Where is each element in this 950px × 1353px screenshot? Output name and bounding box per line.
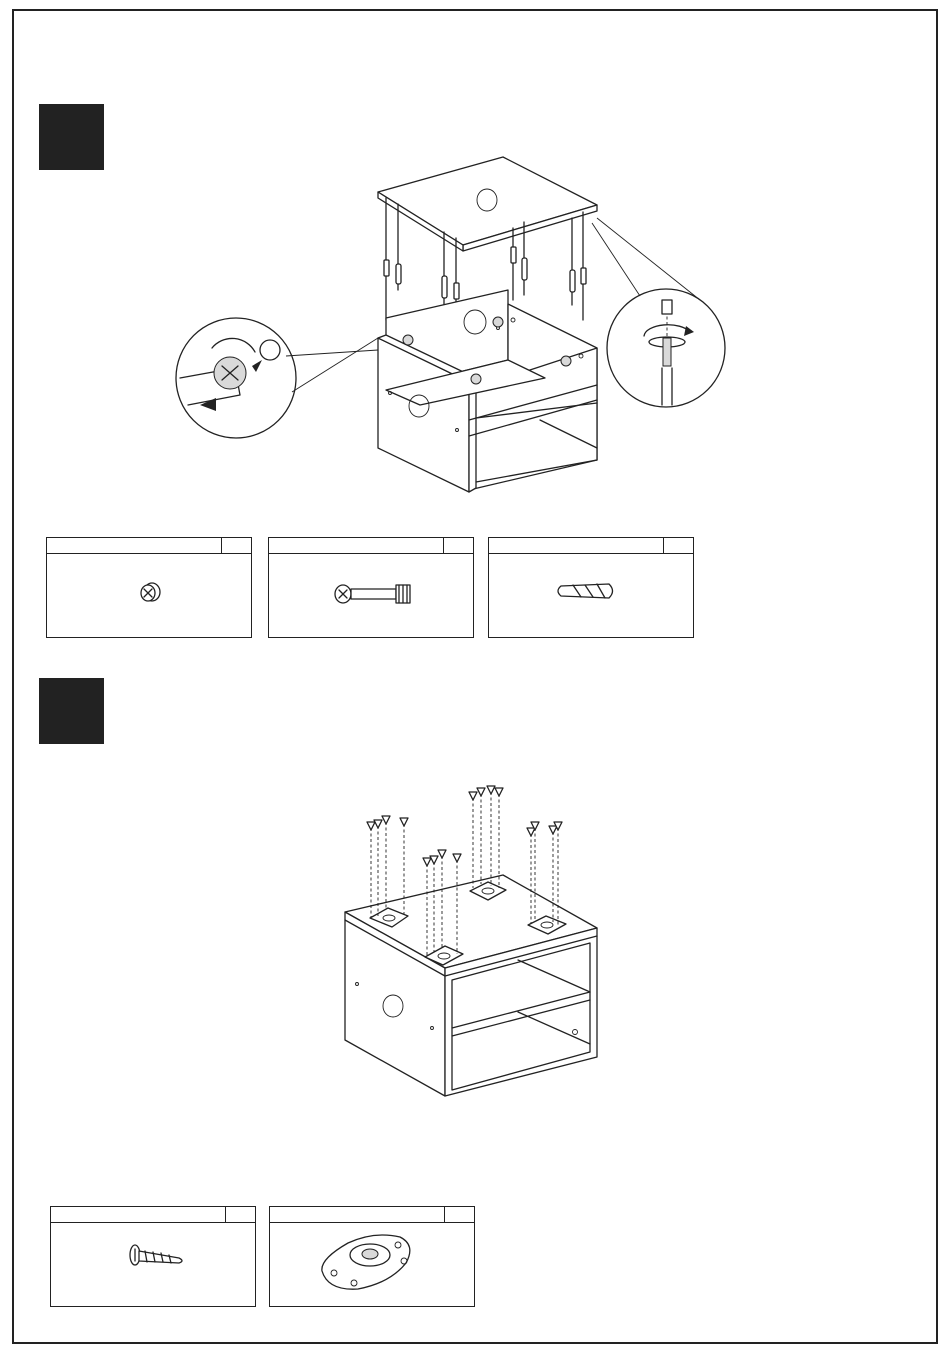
part-box-wooden-dowel <box>488 537 694 638</box>
step-2-badge <box>39 678 104 744</box>
cam-lock-nut-icon <box>47 554 251 638</box>
step-1-assembly-illustration <box>0 0 950 520</box>
top-panel <box>378 157 597 251</box>
cabinet-upside-down <box>345 875 597 1096</box>
part-quantity <box>225 1207 255 1222</box>
part-box-wood-screw <box>50 1206 256 1307</box>
part-quantity <box>221 538 251 553</box>
cam-bolt-icon <box>269 554 473 638</box>
wooden-dowel-icon <box>489 554 693 638</box>
part-box-cam-bolt <box>268 537 474 638</box>
step-2-assembly-illustration <box>0 770 950 1110</box>
part-quantity <box>663 538 693 553</box>
cabinet-body <box>378 290 597 492</box>
fittings-on-lines <box>384 247 586 299</box>
part-box-caster-mounting-plate <box>269 1206 475 1307</box>
dowel-detail-callout <box>592 218 725 407</box>
part-quantity <box>443 538 473 553</box>
part-box-cam-lock-nut <box>46 537 252 638</box>
wood-screw-icon <box>51 1223 255 1307</box>
cam-lock-detail-callout <box>176 318 378 438</box>
part-quantity <box>444 1207 474 1222</box>
caster-mounting-plate-icon <box>270 1223 474 1307</box>
